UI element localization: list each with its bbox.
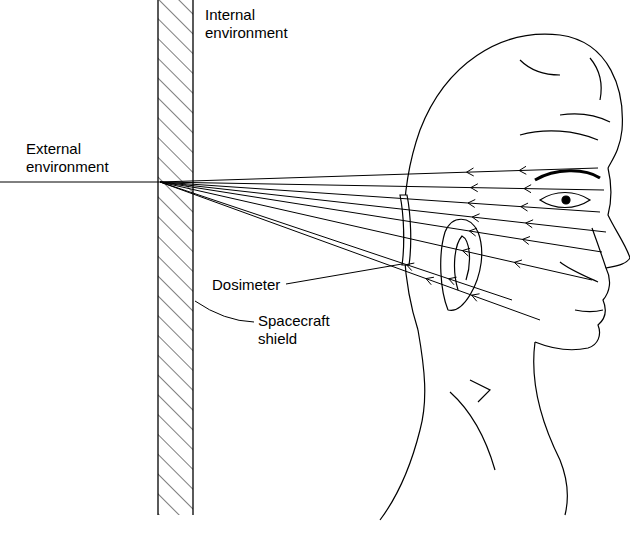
radiation-ray bbox=[160, 182, 606, 232]
arrowhead bbox=[522, 237, 530, 245]
arrowhead bbox=[524, 185, 531, 193]
head-drawing bbox=[380, 34, 630, 520]
dosimeter-badge bbox=[400, 195, 411, 265]
radiation-ray bbox=[160, 182, 512, 300]
arrowhead bbox=[521, 203, 528, 211]
arrowhead bbox=[468, 199, 475, 207]
arrowhead bbox=[519, 166, 526, 174]
arrowhead bbox=[514, 260, 522, 268]
region-label: Internal environment bbox=[205, 6, 305, 42]
radiation-ray bbox=[160, 182, 592, 280]
arrowhead bbox=[426, 277, 434, 285]
arrowhead bbox=[467, 168, 474, 176]
radiation-ray bbox=[160, 168, 598, 182]
arrowhead bbox=[469, 228, 477, 236]
arrowhead bbox=[471, 184, 478, 192]
spacecraft-shield bbox=[158, 0, 193, 515]
radiation-rays bbox=[160, 166, 606, 320]
leader-lines bbox=[0, 182, 402, 322]
arrowhead bbox=[449, 277, 457, 285]
radiation-ray bbox=[160, 182, 604, 190]
arrowhead bbox=[472, 214, 479, 222]
radiation-ray bbox=[160, 182, 540, 320]
arrowhead bbox=[472, 294, 480, 302]
arrowhead bbox=[526, 220, 533, 228]
region-label: External environment bbox=[26, 140, 126, 176]
part-label: Dosimeter bbox=[212, 276, 280, 294]
radiation-ray bbox=[160, 182, 602, 252]
arrowhead bbox=[462, 248, 470, 256]
arrowhead bbox=[406, 263, 414, 271]
part-label: Spacecraft shield bbox=[258, 312, 348, 348]
